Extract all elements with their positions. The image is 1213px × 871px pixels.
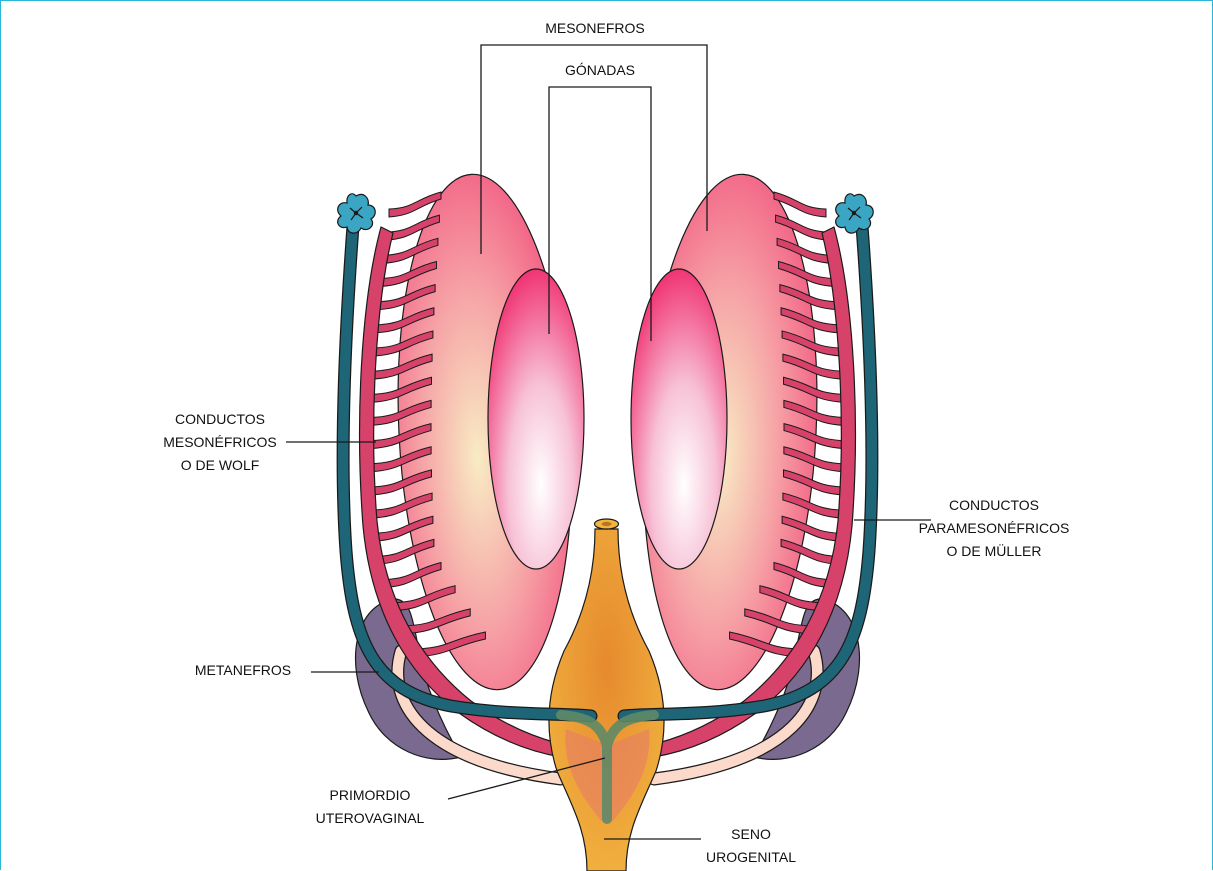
label-primordio-line1: PRIMORDIO xyxy=(330,787,411,803)
label-gonadas: GÓNADAS xyxy=(565,62,635,78)
fimbria-left xyxy=(338,194,376,233)
label-muller-line2: PARAMESONÉFRICOS xyxy=(919,520,1070,536)
label-primordio-line2: UTEROVAGINAL xyxy=(316,810,425,826)
gonad-right xyxy=(631,269,727,569)
gonad-left xyxy=(488,269,584,569)
label-wolf-line3: O DE WOLF xyxy=(181,457,260,473)
label-seno-line2: UROGENITAL xyxy=(706,849,796,865)
label-muller-line3: O DE MÜLLER xyxy=(947,542,1042,559)
label-muller-line1: CONDUCTOS xyxy=(949,497,1039,513)
label-mesonefros: MESONEFROS xyxy=(545,20,645,36)
label-wolf-line2: MESONÉFRICOS xyxy=(163,434,277,450)
fimbria-right xyxy=(836,194,874,233)
label-seno-line1: SENO xyxy=(731,826,771,842)
label-metanefros: METANEFROS xyxy=(195,662,291,678)
label-wolf-line1: CONDUCTOS xyxy=(175,411,265,427)
